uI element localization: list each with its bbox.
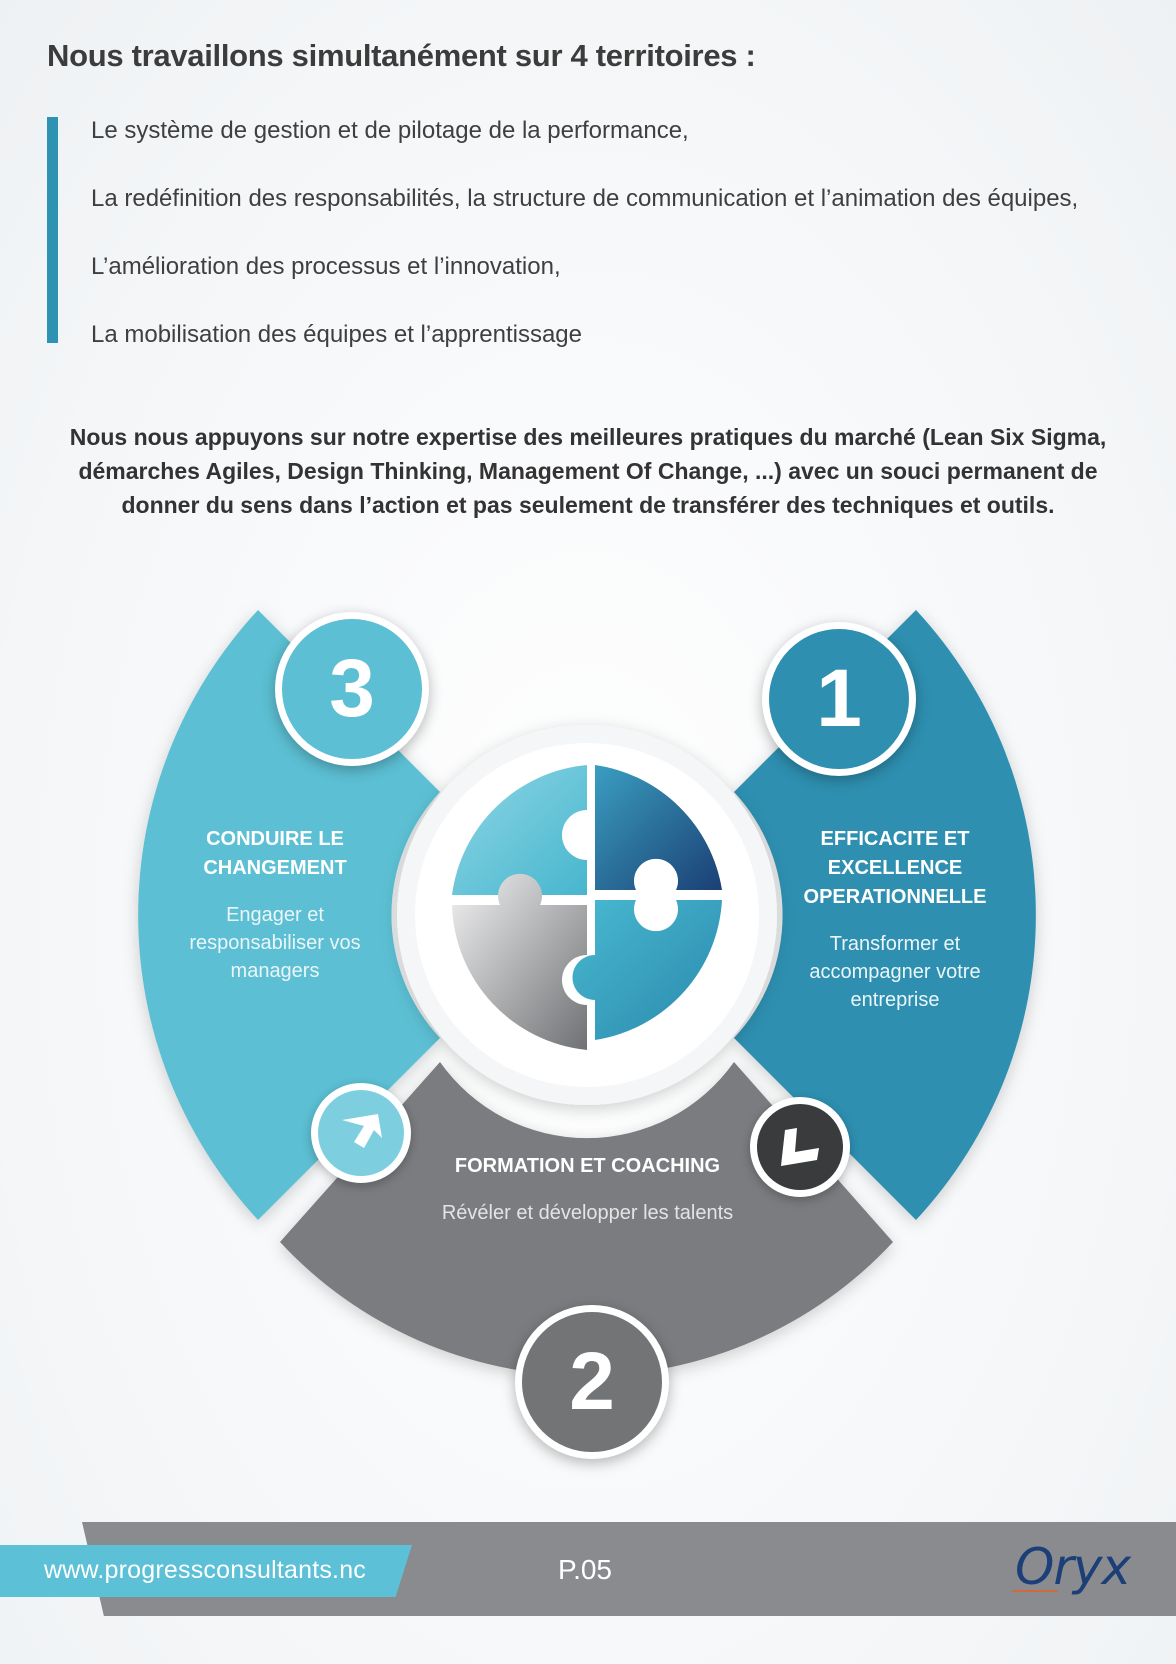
footer-url-tab	[0, 1545, 412, 1597]
segment-2-shape	[280, 1062, 893, 1376]
segment-3-number: 3	[275, 612, 429, 766]
territory-item: Le système de gestion et de pilotage de …	[91, 117, 689, 144]
segment-1-title: EFFICACITE ET EXCELLENCE OPERATIONNELLE	[803, 828, 987, 908]
diagram-graphic	[138, 610, 1036, 1376]
segment-1-number: 1	[762, 622, 916, 776]
segment-3-title: CONDUIRE LE CHANGEMENT	[203, 828, 347, 879]
territories-diagram: 3 1 2 CONDUIRE LE CHANGEMENT Engager et …	[0, 560, 1176, 1460]
page-number: P.05	[558, 1554, 612, 1585]
territory-item: L’amélioration des processus et l’innova…	[91, 253, 561, 280]
segment-2-number: 2	[515, 1305, 669, 1459]
segment-3-subtitle: Engager et responsabiliser vos managers	[189, 904, 361, 982]
territory-item: La redéfinition des responsabilités, la …	[91, 185, 1079, 212]
chevron-up-left-icon	[311, 1083, 411, 1183]
segment-3-text: CONDUIRE LE CHANGEMENT Engager et respon…	[170, 825, 380, 985]
segment-2-text: FORMATION ET COACHING Révéler et dévelop…	[440, 1152, 735, 1227]
chevron-down-left-icon	[750, 1097, 850, 1197]
logo-underline	[1012, 1590, 1058, 1592]
oryx-logo: Oryx	[1015, 1538, 1131, 1596]
accent-bar	[47, 117, 58, 343]
intro-paragraph: Nous nous appuyons sur notre expertise d…	[69, 424, 1107, 518]
website-link[interactable]: www.progressconsultants.nc	[44, 1556, 367, 1584]
segment-2-title: FORMATION ET COACHING	[454, 1155, 721, 1177]
page-heading: Nous travaillons simultanément sur 4 ter…	[47, 38, 756, 73]
puzzle-icon	[452, 765, 722, 1050]
territory-item: La mobilisation des équipes et l’apprent…	[91, 321, 582, 348]
footer: www.progressconsultants.nc P.05 Oryx	[0, 1518, 1176, 1618]
segment-2-subtitle: Révéler et développer les talents	[441, 1202, 734, 1224]
territory-list: Le système de gestion et de pilotage de …	[91, 117, 1078, 389]
segment-1-text: EFFICACITE ET EXCELLENCE OPERATIONNELLE …	[785, 825, 1005, 1014]
segment-1-subtitle: Transformer et accompagner votre entrepr…	[809, 933, 981, 1011]
